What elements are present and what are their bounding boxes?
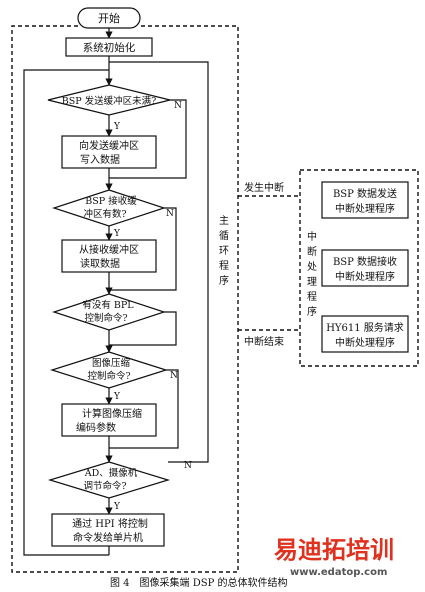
main-loop-line xyxy=(23,69,109,556)
d2-no-label: N xyxy=(166,209,174,219)
isr-dashed-frame xyxy=(299,169,419,367)
d4-no-path xyxy=(109,369,179,449)
isr-bsp-receive-line1: BSP 数据接收 xyxy=(333,255,397,268)
decision-send-buffer-label: BSP 发送缓冲区未满? xyxy=(62,95,157,107)
main-dashed-frame xyxy=(11,25,239,573)
isr-bsp-send-line2: 中断处理程序 xyxy=(335,202,395,215)
isr-bsp-send-box xyxy=(321,181,409,219)
isr-char-3: 理 xyxy=(307,276,317,288)
d3-no-path xyxy=(109,311,177,346)
d2-no-path xyxy=(109,207,177,291)
main-loop-label: 主 循 环 程 序 xyxy=(219,215,229,287)
process-write-send-line1: 向发送缓冲区 xyxy=(79,139,139,152)
process-compress-params-line2: 编码参数 xyxy=(76,421,116,434)
decision-receive-buffer-line2: 冲区有数? xyxy=(83,208,126,220)
d2-yes-label: Y xyxy=(113,229,121,239)
process-read-receive-line1: 从接收缓冲区 xyxy=(79,243,139,256)
init-label: 系统初始化 xyxy=(83,41,136,54)
process-write-send-line2: 写入数据 xyxy=(80,153,120,166)
process-send-mcu-line1: 通过 HPI 将控制 xyxy=(72,517,148,530)
watermark-url: www.edatop.com xyxy=(290,567,387,578)
decision-compress-command-line2: 控制命令? xyxy=(87,370,130,382)
main-loop-char-0: 主 xyxy=(219,215,229,227)
d1-no-path xyxy=(109,99,187,179)
isr-hy611-box xyxy=(321,315,409,353)
start-label: 开始 xyxy=(98,11,120,25)
process-send-mcu xyxy=(51,513,165,547)
decision-camera-command-line1: AD、摄像机 xyxy=(84,467,138,479)
process-compress-params xyxy=(61,403,157,437)
main-loop-char-3: 程 xyxy=(219,260,229,272)
isr-hy611-line1: HY611 服务请求 xyxy=(326,321,404,334)
process-compress-params-line1: 计算图像压缩 xyxy=(82,407,142,420)
decision-camera-command-line2: 调节命令? xyxy=(83,480,126,492)
isr-char-4: 程 xyxy=(307,291,317,303)
decision-compress-command-line1: 图像压缩 xyxy=(92,357,131,369)
isr-bsp-receive-box xyxy=(321,249,409,287)
process-read-receive-line2: 读取数据 xyxy=(80,257,120,270)
isr-char-2: 处 xyxy=(307,261,317,273)
d4-no-label: N xyxy=(170,371,178,381)
decision-receive-buffer-line1: BSP 接收缓 xyxy=(85,195,137,207)
isr-bsp-receive-line2: 中断处理程序 xyxy=(335,270,395,283)
main-loop-char-4: 序 xyxy=(219,274,229,287)
main-loop-char-1: 循 xyxy=(219,229,229,242)
isr-vertical-label: 中 断 处 理 程 序 xyxy=(307,230,317,318)
main-loop-char-2: 环 xyxy=(219,246,229,257)
interrupt-occurs-label: 发生中断 xyxy=(244,181,284,194)
figure-caption: 图 4 图像采集端 DSP 的总体软件结构 xyxy=(110,576,288,589)
d5-yes-label: Y xyxy=(113,502,121,512)
main-loop-right xyxy=(109,61,209,463)
d1-yes-label: Y xyxy=(113,122,121,132)
isr-hy611-line2: 中断处理程序 xyxy=(335,336,395,349)
decision-bpl-command-line2: 控制命令? xyxy=(84,312,127,324)
isr-char-5: 序 xyxy=(307,305,317,318)
process-write-send xyxy=(61,135,157,169)
isr-char-0: 中 xyxy=(307,230,317,243)
d1-no-label: N xyxy=(174,101,182,111)
process-send-mcu-line2: 命令发给单片机 xyxy=(73,531,143,544)
isr-bsp-send-line1: BSP 数据发送 xyxy=(333,187,397,200)
decision-bpl-command-line1: 有没有 BPL xyxy=(82,299,134,311)
process-read-receive xyxy=(61,239,157,273)
d4-yes-label: Y xyxy=(113,392,121,402)
interrupt-end-label: 中断结束 xyxy=(244,335,284,348)
watermark-logo: 易迪拓培训 xyxy=(274,536,394,564)
d5-no-label: N xyxy=(184,461,192,471)
isr-char-1: 断 xyxy=(307,245,317,258)
